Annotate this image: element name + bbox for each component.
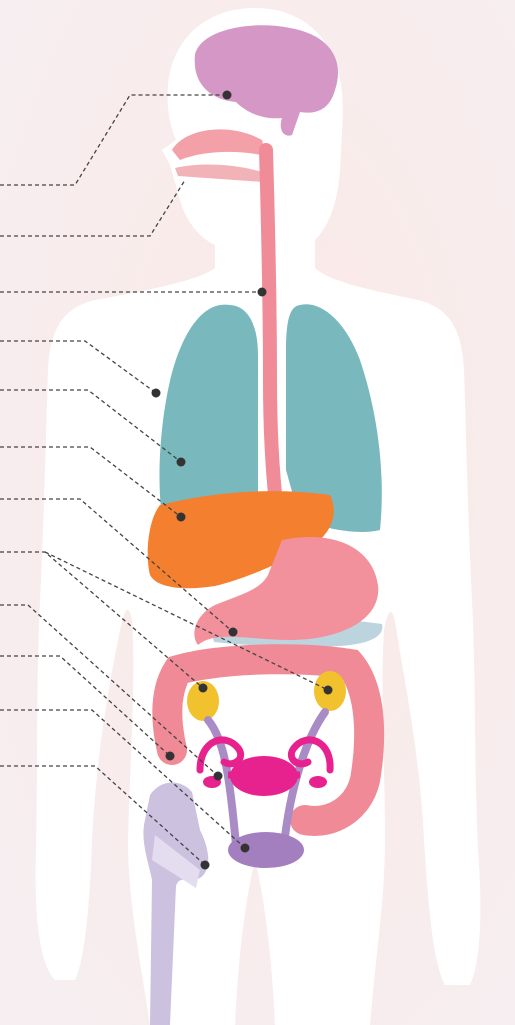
marker-lungs [152,389,161,398]
marker-pancreas [229,628,238,637]
marker-liver [177,513,186,522]
marker-bladder [241,844,250,853]
marker-intestine [166,752,175,761]
marker-esophagus [258,288,267,297]
marker-uterus [214,772,223,781]
marker-adrenal-left [199,684,208,693]
marker-lung-inner [177,458,186,467]
marker-bone [201,861,210,870]
marker-brain [223,91,232,100]
marker-adrenal-right [324,686,333,695]
bladder [228,832,304,868]
